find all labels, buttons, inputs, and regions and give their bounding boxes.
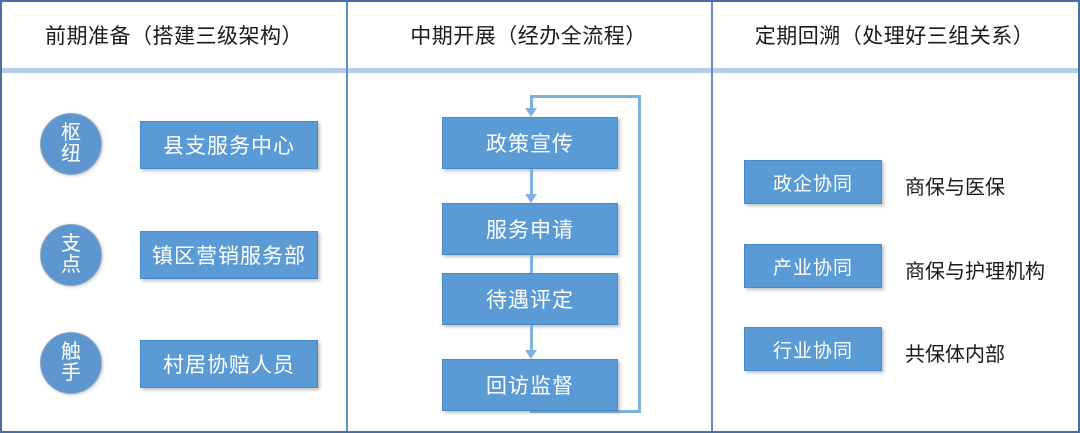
right-note-sector-collaboration: 共保体内部	[905, 344, 1005, 366]
column-divider-right	[711, 2, 713, 431]
right-box-label: 行业协同	[772, 340, 853, 362]
right-box-label: 政企协同	[772, 173, 853, 195]
left-box-village-claims-staff[interactable]: 村居协赔人员	[140, 340, 318, 388]
badge-char-bottom: 点	[61, 254, 81, 276]
column-title-text: 中期开展（经办全流程）	[410, 25, 647, 48]
column-header-preparation: 前期准备（搭建三级架构）	[2, 2, 346, 68]
column-header-review: 定期回溯（处理好三组关系）	[711, 2, 1078, 68]
flow-step-label: 待遇评定	[486, 289, 574, 312]
column-header-row: 前期准备（搭建三级架构） 中期开展（经办全流程） 定期回溯（处理好三组关系）	[2, 2, 1078, 68]
badge-char-bottom: 手	[61, 362, 81, 384]
column-title-text: 前期准备（搭建三级架构）	[45, 25, 303, 48]
right-box-sector-collaboration[interactable]: 行业协同	[744, 327, 882, 371]
badge-char-top: 支	[61, 233, 81, 256]
right-box-industry-chain[interactable]: 产业协同	[744, 244, 882, 288]
flow-step-label: 回访监督	[486, 375, 574, 398]
loopback-entry-segment	[530, 95, 533, 111]
flow-step-followup-supervision[interactable]: 回访监督	[442, 359, 618, 411]
badge-char-top: 触	[61, 341, 81, 364]
badge-char-bottom: 纽	[61, 143, 81, 165]
flow-step-label: 政策宣传	[486, 133, 574, 156]
left-box-town-marketing-dept[interactable]: 镇区营销服务部	[140, 231, 318, 279]
left-box-label: 村居协赔人员	[163, 354, 295, 377]
header-divider-line	[2, 68, 1078, 73]
column-header-execution: 中期开展（经办全流程）	[346, 2, 711, 68]
column-title-text: 定期回溯（处理好三组关系）	[754, 25, 1035, 48]
loopback-right-segment	[638, 95, 641, 413]
loopback-top-segment	[530, 95, 641, 98]
badge-fulcrum: 支 点	[40, 224, 102, 286]
flow-step-benefit-assessment[interactable]: 待遇评定	[442, 273, 618, 325]
flow-step-label: 服务申请	[486, 219, 574, 242]
connector-step1-step2	[530, 169, 533, 198]
left-box-label: 县支服务中心	[163, 135, 295, 158]
arrowhead-into-step-2	[525, 194, 537, 203]
flow-step-service-application[interactable]: 服务申请	[442, 203, 618, 255]
column-divider-left	[346, 2, 348, 431]
right-note-government-enterprise: 商保与医保	[905, 177, 1005, 199]
right-note-industry-chain: 商保与护理机构	[905, 261, 1045, 283]
connector-step2-step3	[530, 255, 533, 284]
left-box-county-service-center[interactable]: 县支服务中心	[140, 121, 318, 169]
right-box-label: 产业协同	[772, 257, 853, 279]
flow-step-policy-promotion[interactable]: 政策宣传	[442, 117, 618, 169]
badge-hub: 枢 纽	[40, 113, 102, 175]
arrowhead-into-step-1	[525, 108, 537, 117]
left-box-label: 镇区营销服务部	[152, 245, 306, 268]
badge-char-top: 枢	[61, 122, 81, 145]
loopback-bottom-segment	[530, 410, 641, 413]
right-box-government-enterprise[interactable]: 政企协同	[744, 160, 882, 204]
badge-tentacle: 触 手	[40, 332, 102, 394]
arrowhead-into-step-4	[525, 350, 537, 359]
connector-step3-step4	[530, 325, 533, 354]
